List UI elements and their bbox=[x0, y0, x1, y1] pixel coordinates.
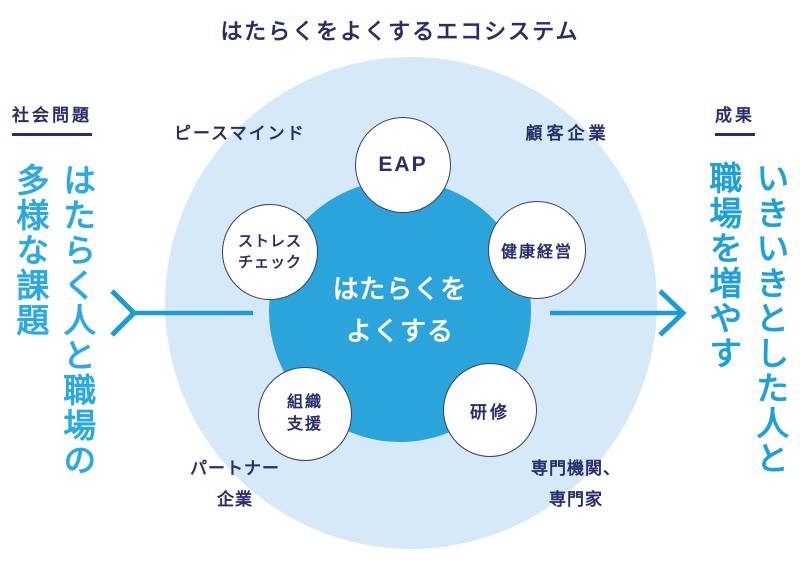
satellite-organization-support-label: 組織 支援 bbox=[286, 393, 323, 433]
satellite-eap: EAP bbox=[355, 117, 451, 213]
stakeholder-peacemind: ピースマインド bbox=[174, 124, 306, 143]
satellite-eap-label: EAP bbox=[378, 153, 428, 176]
satellite-training: 研修 bbox=[443, 363, 537, 457]
satellite-health-management-label: 健康経営 bbox=[500, 244, 573, 261]
satellite-training-label: 研修 bbox=[470, 402, 510, 422]
left-header-social-issues: 社会問題 bbox=[12, 101, 92, 136]
right-vertical-text: いきいきとした人と 職場を増やす bbox=[704, 161, 789, 476]
stakeholder-expert-organizations: 専門機関、 専門家 bbox=[531, 459, 621, 509]
right-header-outcome: 成果 bbox=[715, 101, 755, 136]
satellite-organization-support: 組織 支援 bbox=[258, 367, 352, 461]
satellite-stress-check-label: ストレス チェック bbox=[237, 233, 302, 271]
center-circle-label: はたらくを よくする bbox=[332, 274, 468, 346]
satellite-stress-check: ストレス チェック bbox=[222, 204, 318, 300]
satellite-health-management: 健康経営 bbox=[488, 201, 586, 299]
stakeholder-partner-companies: パートナー 企業 bbox=[190, 459, 280, 509]
diagram-title: はたらくをよくするエコシステム bbox=[220, 19, 580, 44]
left-vertical-text: はたらく人と職場の 多様な課題 bbox=[11, 163, 96, 478]
stakeholder-client-companies: 顧客企業 bbox=[525, 124, 610, 143]
